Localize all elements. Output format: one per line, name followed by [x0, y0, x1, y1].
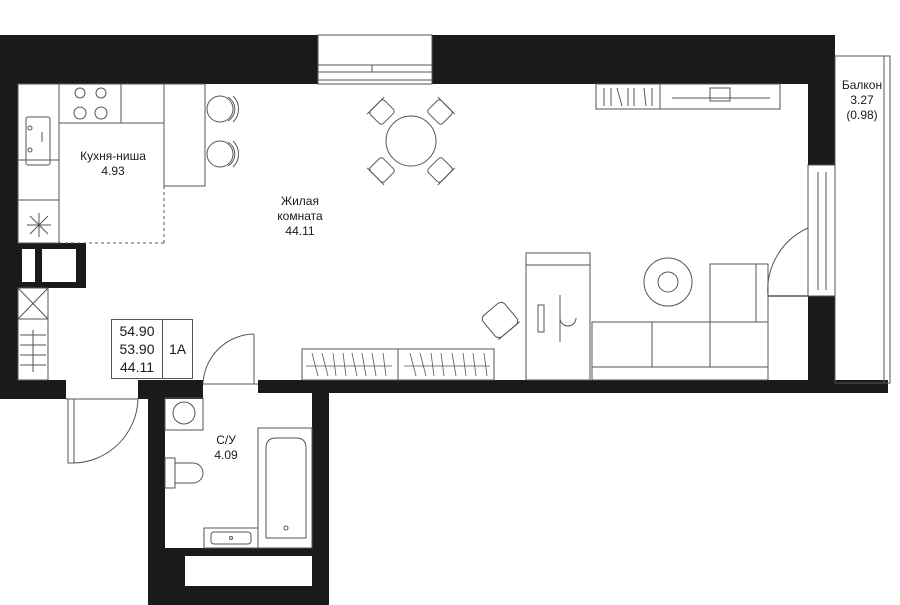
- entrance-door: [66, 398, 139, 464]
- living-room-label: Жилая комната 44.11: [270, 194, 330, 239]
- living-room-name-line1: Жилая: [281, 194, 319, 208]
- living-room-name-line2: комната: [277, 209, 323, 223]
- kitchen-name: Кухня-ниша: [80, 149, 146, 163]
- bathroom-door: [202, 333, 258, 385]
- living-room-area: 44.11: [285, 224, 315, 238]
- balcony-area-reduced: (0.98): [846, 108, 878, 122]
- bathroom-fixtures: [164, 397, 313, 549]
- balcony: [767, 55, 891, 384]
- low-shelf: [301, 348, 495, 381]
- wall-niches: [22, 249, 76, 282]
- balcony-name: Балкон: [841, 78, 883, 92]
- area-values: 54.90 53.90 44.11: [112, 322, 162, 376]
- apartment-type: 1А: [168, 341, 187, 357]
- balcony-label: Балкон 3.27 (0.98): [836, 78, 888, 123]
- area-without-balcony: 53.90: [119, 341, 155, 357]
- bathroom-label: С/У 4.09: [206, 433, 246, 463]
- kitchen-area: 4.93: [101, 164, 125, 178]
- walls: [0, 35, 888, 605]
- balcony-area: 3.27: [850, 93, 874, 107]
- kitchen-furniture: [17, 83, 239, 244]
- bathroom-area: 4.09: [214, 448, 238, 462]
- top-window: [317, 34, 433, 85]
- area-summary-box: 54.90 53.90 44.11 1А: [111, 319, 193, 379]
- sofa: [591, 257, 769, 381]
- total-area: 54.90: [119, 323, 155, 339]
- dining-table: [366, 96, 456, 186]
- desk: [481, 252, 591, 381]
- summary-divider: [162, 320, 163, 378]
- living-area: 44.11: [120, 359, 154, 375]
- bathroom-name: С/У: [216, 433, 236, 447]
- wardrobe-left: [17, 287, 49, 381]
- kitchen-label: Кухня-ниша 4.93: [70, 149, 156, 179]
- shelf-top: [595, 83, 781, 110]
